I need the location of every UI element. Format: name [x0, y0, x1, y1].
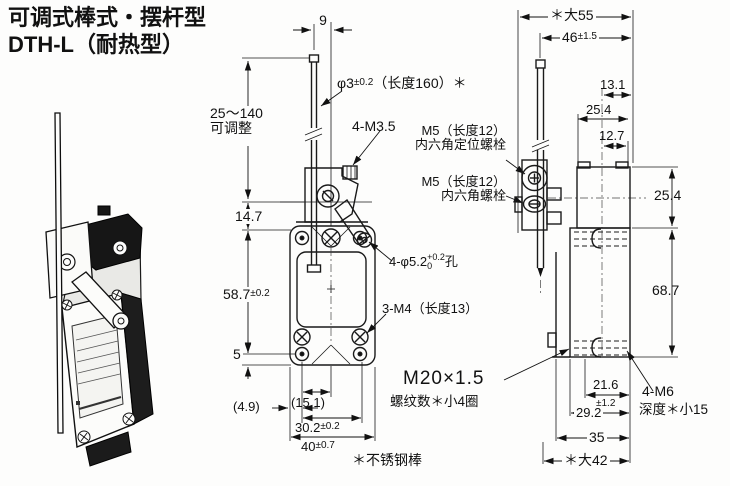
dim-25-4-right: 25.4 — [654, 187, 682, 203]
product-illustration — [45, 112, 154, 467]
dim-max55: ＊大55 — [548, 7, 596, 24]
dim-14-7: 14.7 — [233, 208, 265, 225]
dim-35: 35 — [587, 429, 607, 446]
front-view-drawing — [242, 22, 570, 441]
dim-29-2-tol: ±1.2 — [596, 398, 616, 409]
dim-21-6: 21.6 — [591, 377, 621, 393]
thread-size-label: M20×1.5 — [403, 368, 485, 389]
dim-12-7: 12.7 — [599, 128, 625, 143]
page-title: 可调式棒式・摆杆型 DTH-L（耐热型） — [8, 4, 206, 58]
title-line1: 可调式棒式・摆杆型 — [8, 5, 207, 30]
conduit-base — [85, 431, 132, 467]
dim-9: 9 — [319, 12, 327, 28]
dim-max42: ＊大42 — [562, 452, 610, 469]
rod-diameter-label: φ3±0.2（长度160）＊ — [337, 75, 467, 91]
screw-4m6-label: 4-M6 — [642, 383, 674, 399]
dim-4-9: (4.9) — [233, 399, 260, 414]
lever-arm — [71, 271, 130, 330]
dim-46: 46±1.5 — [560, 29, 599, 46]
dim-13-1: 13.1 — [600, 77, 626, 92]
dim-40: 40±0.7 — [301, 439, 335, 454]
conduit-openings — [574, 228, 628, 358]
dim-15-1: (15.1) — [291, 395, 325, 410]
nameplate — [71, 314, 124, 419]
set-bolt-label: M5（长度12）内六角定位螺栓 — [414, 123, 506, 153]
hex-bolt-label: M5（长度12）内六角螺栓 — [421, 174, 506, 204]
dim-68-7: 68.7 — [652, 282, 680, 298]
thread-count-label: 螺纹数＊小4圈 — [390, 394, 479, 409]
footnote-stainless-rod: ＊不锈钢棒 — [352, 452, 422, 468]
dim-5: 5 — [231, 346, 243, 363]
title-line2: DTH-L（耐热型） — [8, 32, 184, 57]
screw-4m6-depth-label: 深度＊小15 — [639, 402, 709, 417]
stainless-rod — [54, 112, 64, 434]
screw-4m35-label: 4-M3.5 — [352, 118, 396, 134]
dim-58-7: 58.7±0.2 — [221, 286, 272, 303]
dim-25-4-top: 25.4 — [586, 102, 612, 117]
dim-30-2: 30.2±0.2 — [295, 420, 340, 435]
screw-3m4-label: 3-M4（长度13） — [382, 301, 479, 316]
